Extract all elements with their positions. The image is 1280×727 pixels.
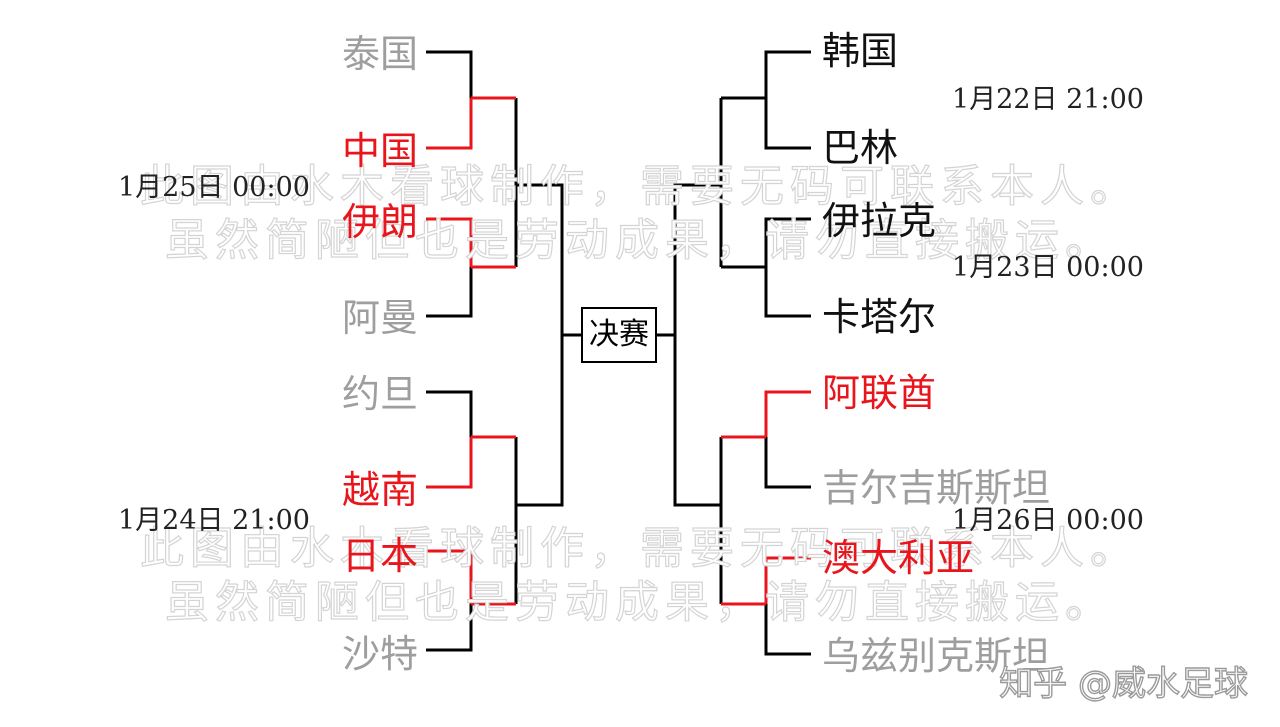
line-l-r1-6 (426, 437, 473, 489)
line-r-sf (673, 183, 721, 507)
line-l-r1-7 (426, 549, 473, 604)
credit-watermark: 知乎 @威水足球 (998, 663, 1248, 704)
left-team-5: 约旦 (341, 372, 418, 416)
bracket-advance-lines (426, 96, 811, 606)
left-team-7: 日本 (341, 534, 418, 578)
line-r-r1-4 (764, 437, 811, 489)
right-team-1: 韩国 (822, 29, 899, 73)
left-date-bottom: 1月24日 21:00 (118, 505, 310, 536)
line-l-sf (516, 183, 564, 507)
line-r-r1-6 (764, 604, 811, 656)
right-team-6: 吉尔吉斯斯坦 (822, 466, 1051, 510)
line-l-r1-2 (426, 98, 473, 150)
left-team-6: 越南 (341, 468, 418, 512)
left-date-top: 1月25日 00:00 (118, 172, 310, 203)
line-l-r1-8 (426, 604, 473, 652)
watermark-line-4: 虽然简陋但也是劳动成果，请勿直接搬运。 (164, 576, 1115, 628)
left-team-4: 阿曼 (341, 296, 418, 340)
watermark-line-2: 虽然简陋但也是劳动成果，请勿直接搬运。 (164, 214, 1115, 266)
line-l-r1-3r (426, 217, 473, 267)
left-team-8: 沙特 (341, 632, 418, 676)
left-team-1: 泰国 (341, 32, 418, 76)
right-date-2: 1月23日 00:00 (952, 252, 1144, 283)
right-team-7: 澳大利亚 (822, 536, 975, 580)
line-r-r1-1 (764, 50, 811, 150)
right-team-5: 阿联酋 (822, 371, 937, 415)
line-l-r1-5 (426, 390, 473, 437)
right-date-3: 1月26日 00:00 (952, 505, 1144, 536)
line-l-r1-4 (426, 267, 473, 318)
left-team-2: 中国 (341, 129, 418, 173)
line-l-r1-1 (426, 50, 473, 98)
watermark-line-1: 此图由水木看球制作，需要无码可联系本人。 (139, 160, 1140, 212)
right-team-3: 伊拉克 (822, 199, 937, 243)
right-team-8: 乌兹别克斯坦 (822, 634, 1051, 678)
left-team-3: 伊朗 (341, 200, 418, 244)
line-r-r1-5 (764, 556, 811, 604)
watermark-line-3: 此图由水木看球制作，需要无码可联系本人。 (139, 522, 1140, 574)
bracket-lines (426, 50, 811, 656)
right-team-2: 巴林 (822, 126, 899, 170)
line-r-r1-3 (764, 390, 811, 437)
final-box: 决赛 (581, 307, 657, 363)
right-team-4: 卡塔尔 (822, 295, 937, 339)
right-date-1: 1月22日 21:00 (952, 84, 1144, 115)
